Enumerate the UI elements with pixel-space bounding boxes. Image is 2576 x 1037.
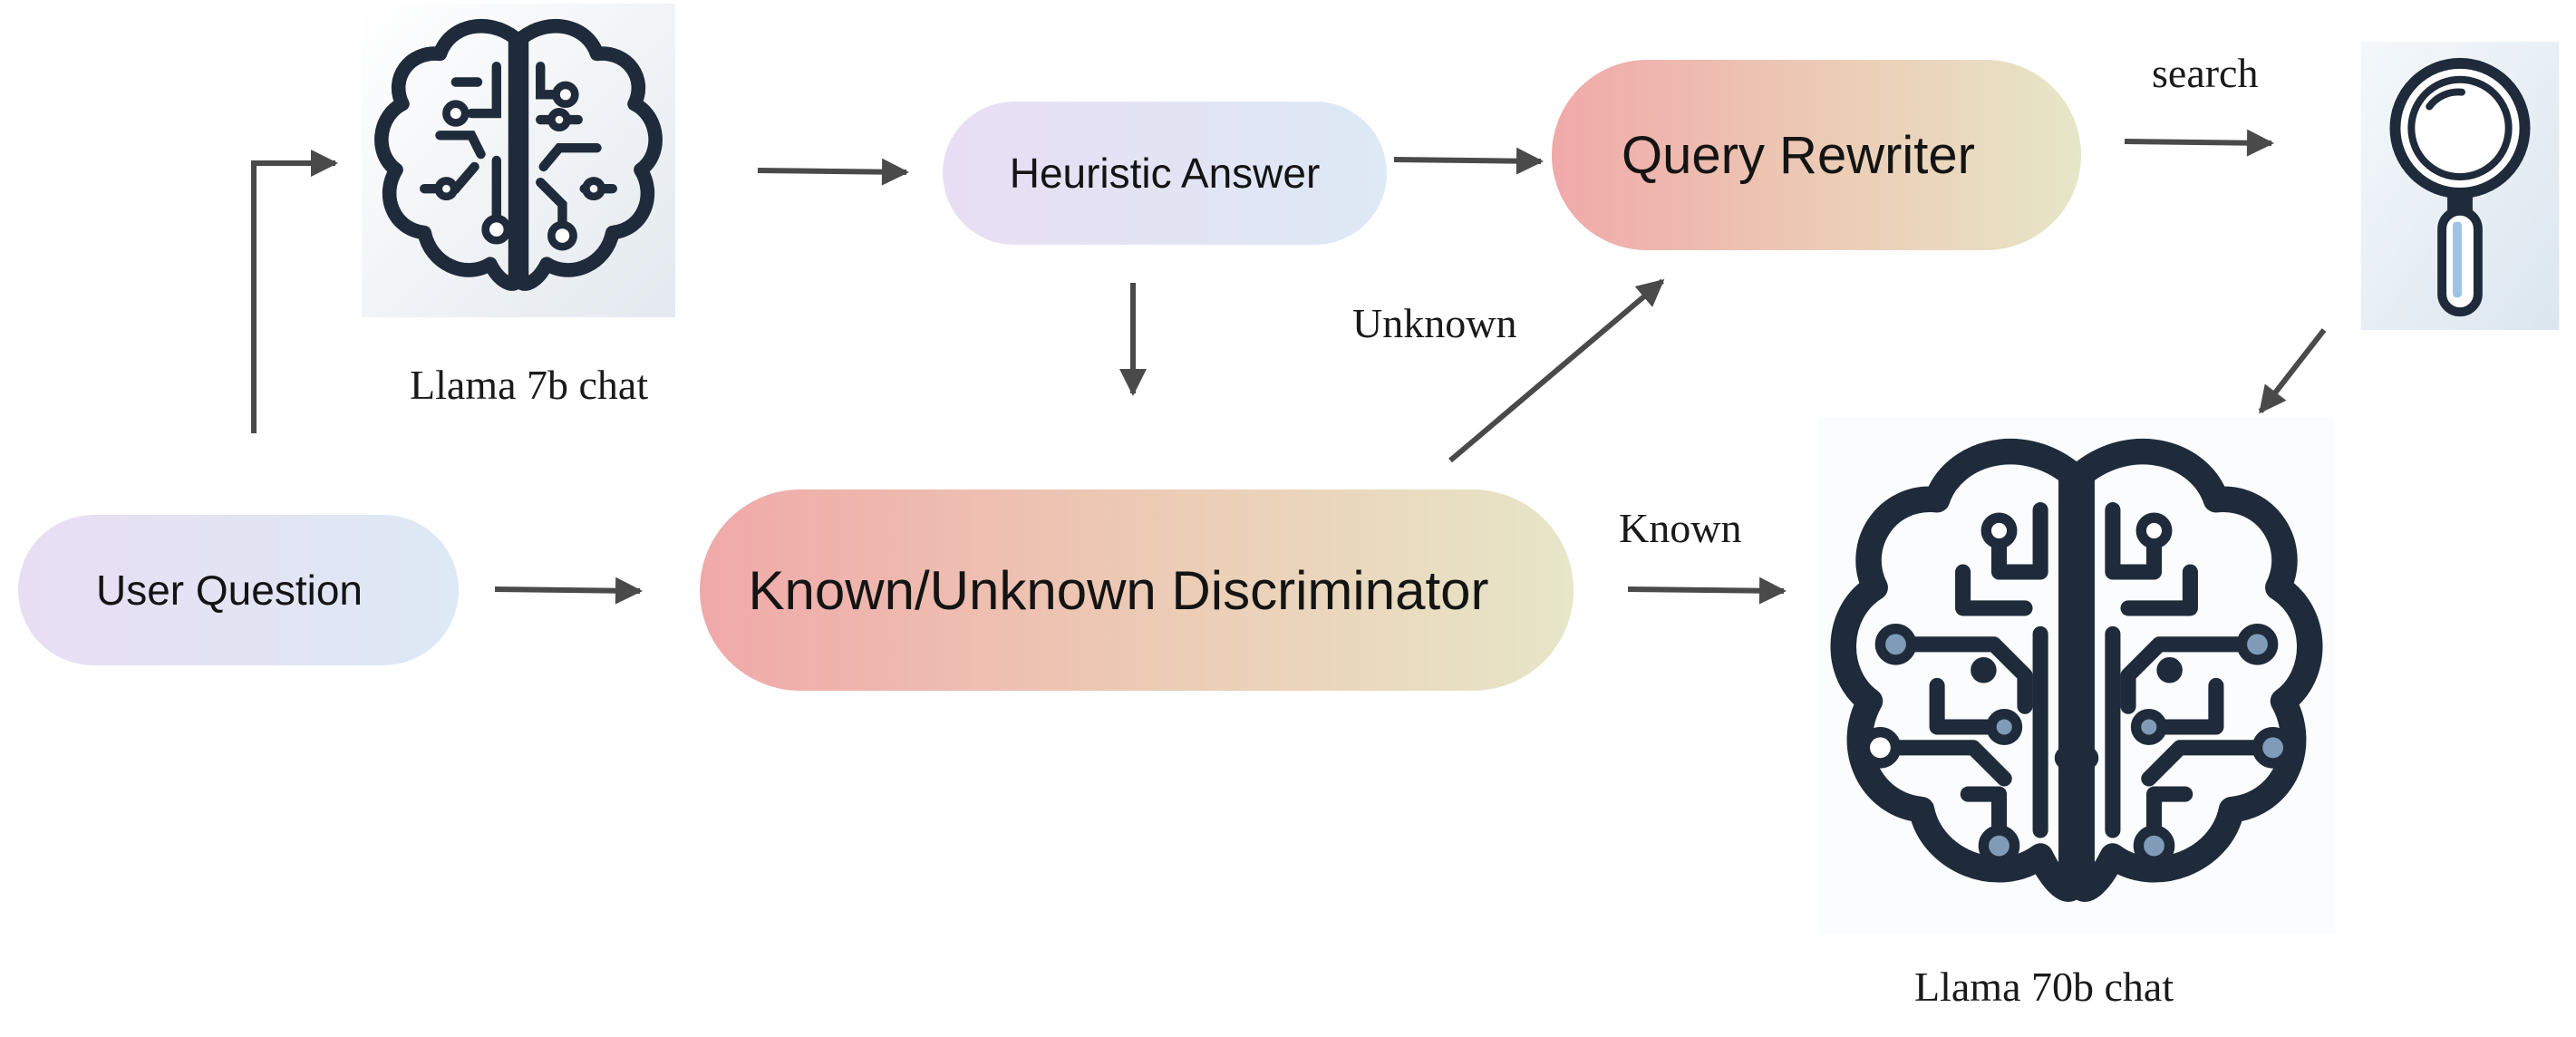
edge-label-known: Known — [1619, 505, 1742, 551]
query-rewriter-label: Query Rewriter — [1622, 125, 1975, 185]
magnifier-icon — [2360, 42, 2560, 330]
arrow-question-to-discriminator — [494, 577, 643, 605]
discriminator-node: Known/Unknown Discriminator — [700, 489, 1574, 691]
arrow-search-to-llama70b — [2258, 328, 2327, 414]
discriminator-label: Known/Unknown Discriminator — [748, 559, 1489, 621]
brain-circuit-icon — [1813, 417, 2340, 934]
arrow-heuristic-to-rewriter — [1393, 147, 1544, 175]
brain-circuit-icon — [361, 4, 676, 317]
arrow-rewriter-to-search — [2124, 129, 2274, 157]
llama-70b-caption: Llama 70b chat — [1914, 964, 2174, 1010]
query-rewriter-node: Query Rewriter — [1552, 60, 2081, 250]
user-question-label: User Question — [95, 567, 363, 614]
heuristic-answer-label: Heuristic Answer — [1009, 150, 1321, 197]
heuristic-answer-node: Heuristic Answer — [943, 102, 1387, 245]
user-question-node: User Question — [18, 515, 459, 665]
arrow-discriminator-known-to-llama70b — [1627, 577, 1787, 605]
arrow-discriminator-unknown-to-rewriter — [1448, 278, 1665, 463]
edge-label-unknown: Unknown — [1352, 300, 1517, 346]
llama-7b-caption: Llama 7b chat — [410, 362, 649, 408]
arrow-question-to-llama7b — [251, 150, 338, 433]
arrow-llama7b-to-heuristic — [757, 158, 909, 186]
edge-label-search: search — [2152, 50, 2259, 96]
